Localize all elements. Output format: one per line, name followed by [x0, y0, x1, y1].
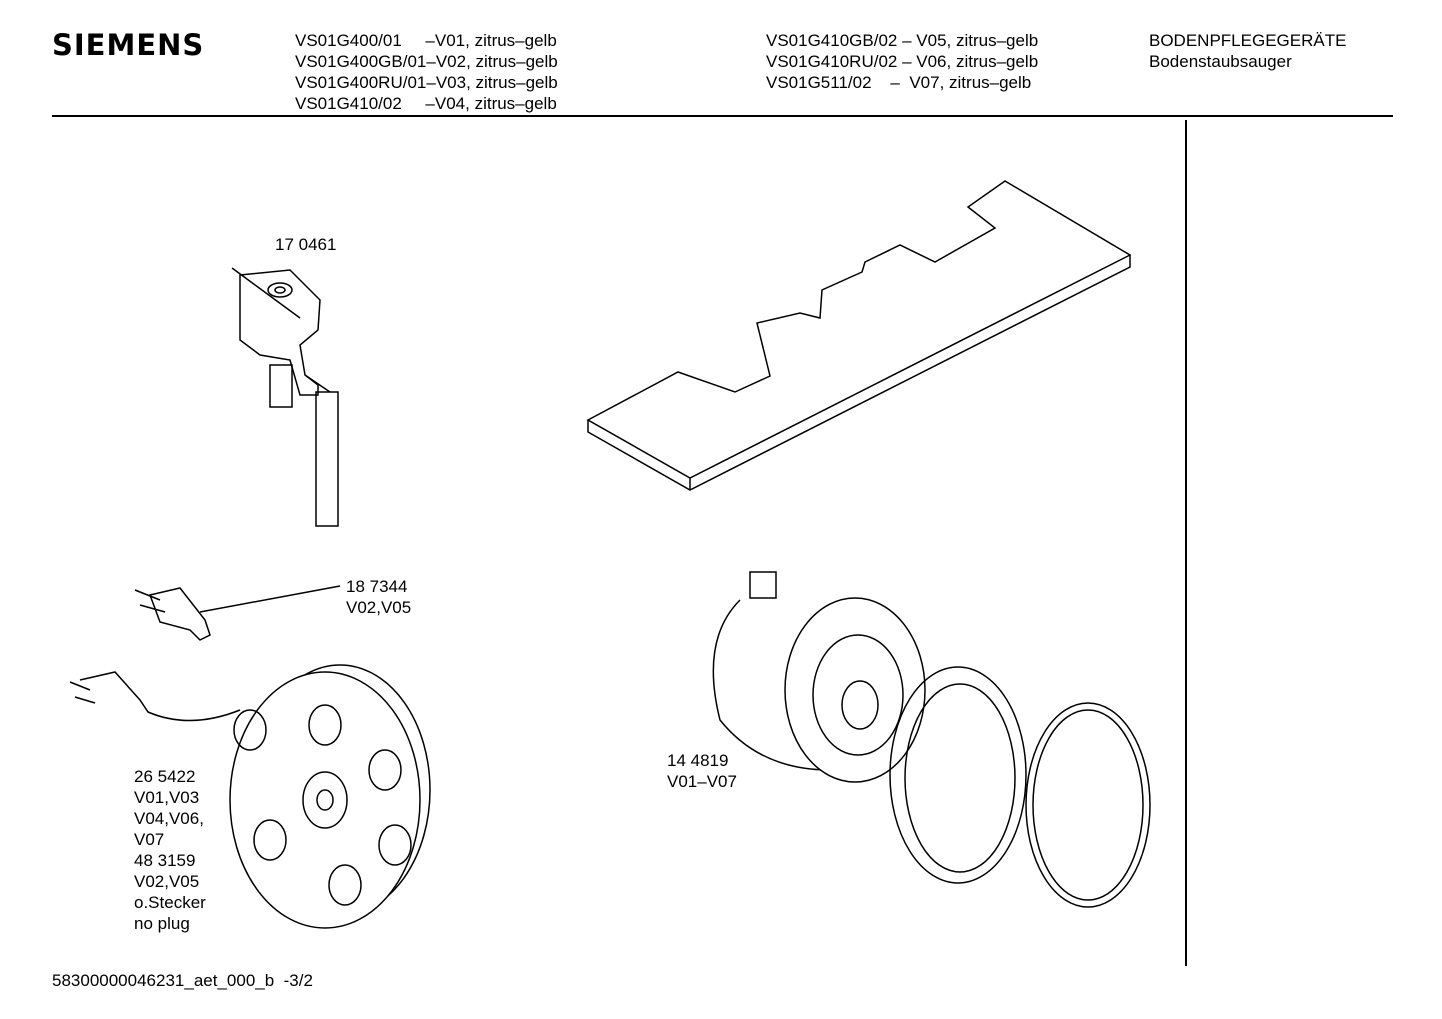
switch-part — [231, 267, 339, 527]
part-variants: V02,V05 — [134, 872, 200, 891]
part-number-switch: 17 0461 — [275, 235, 337, 254]
motor-part — [712, 571, 926, 783]
part-label-reel: 26 5422 V01,V03 V04,V06, V07 48 3159 V02… — [134, 766, 206, 934]
part-variants: V01,V03 — [134, 788, 200, 807]
plug-part — [134, 585, 341, 641]
part-number: 48 3159 — [134, 851, 196, 870]
part-variants: V04,V06, — [134, 809, 204, 828]
subcategory: Bodenstaubsauger — [1149, 52, 1292, 71]
footer-doc-id: 58300000046231_aet_000_b -3/2 — [52, 971, 313, 990]
part-label-motor: 14 4819 V01–V07 — [667, 750, 737, 792]
model-line: VS01G410/02 –V04, zitrus–gelb — [295, 94, 557, 113]
part-label-plug: 18 7344 V02,V05 — [346, 576, 411, 618]
header-divider — [52, 115, 1393, 117]
part-number: 14 4819 — [667, 751, 729, 770]
model-list-left: VS01G400/01 –V01, zitrus–gelb VS01G400GB… — [295, 30, 558, 114]
seal-ring-large — [889, 666, 1027, 884]
model-line: VS01G400RU/01–V03, zitrus–gelb — [295, 73, 558, 92]
part-number: 18 7344 — [346, 577, 408, 596]
category-block: BODENPFLEGEGERÄTE Bodenstaubsauger — [1149, 30, 1346, 72]
part-note: no plug — [134, 914, 190, 933]
plate-part — [586, 180, 1132, 491]
part-variants: V07 — [134, 830, 165, 849]
model-line: VS01G400GB/01–V02, zitrus–gelb — [295, 52, 558, 71]
model-line: VS01G410RU/02 – V06, zitrus–gelb — [766, 52, 1039, 71]
model-list-right: VS01G410GB/02 – V05, zitrus–gelb VS01G41… — [766, 30, 1038, 93]
model-line: VS01G410GB/02 – V05, zitrus–gelb — [766, 31, 1039, 50]
vertical-divider — [1185, 120, 1187, 966]
model-line: VS01G511/02 – V07, zitrus–gelb — [766, 73, 1032, 92]
part-note: o.Stecker — [134, 893, 206, 912]
part-number: 26 5422 — [134, 767, 196, 786]
siemens-logo: SIEMENS — [52, 28, 205, 62]
seal-ring-small — [1025, 702, 1151, 908]
part-variants: V01–V07 — [667, 772, 737, 791]
cable-reel-part — [69, 664, 431, 929]
category: BODENPFLEGEGERÄTE — [1149, 31, 1347, 50]
model-line: VS01G400/01 –V01, zitrus–gelb — [295, 31, 557, 50]
part-variants: V02,V05 — [346, 598, 412, 617]
